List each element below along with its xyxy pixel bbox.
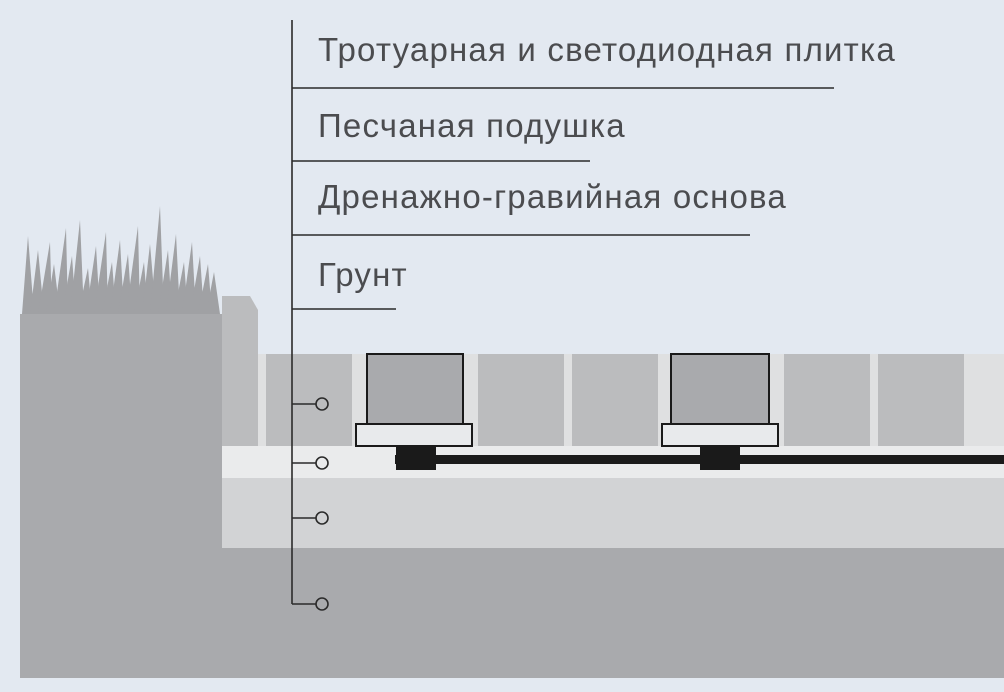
pavers <box>266 354 964 446</box>
cable <box>395 455 1004 464</box>
paver <box>572 354 658 446</box>
marker-circle <box>315 511 329 525</box>
marker-circle <box>315 597 329 611</box>
label-soil: Грунт <box>318 256 408 293</box>
label-sand-cushion: Песчаная подушка <box>318 107 626 144</box>
marker-circle <box>315 397 329 411</box>
paver <box>784 354 870 446</box>
leader-lines <box>291 20 834 611</box>
paver <box>266 354 352 446</box>
gravel-layer <box>222 478 1004 548</box>
led-tile <box>661 353 779 470</box>
led-tile <box>355 353 473 470</box>
curb-stone <box>222 296 258 446</box>
label-paving-tile: Тротуарная и светодиодная плитка <box>318 31 896 68</box>
label-gravel-base: Дренажно-гравийная основа <box>318 178 787 215</box>
paver <box>478 354 564 446</box>
marker-circle <box>315 456 329 470</box>
soil-layer <box>20 314 1004 678</box>
grass-icon <box>22 206 220 314</box>
paver <box>878 354 964 446</box>
